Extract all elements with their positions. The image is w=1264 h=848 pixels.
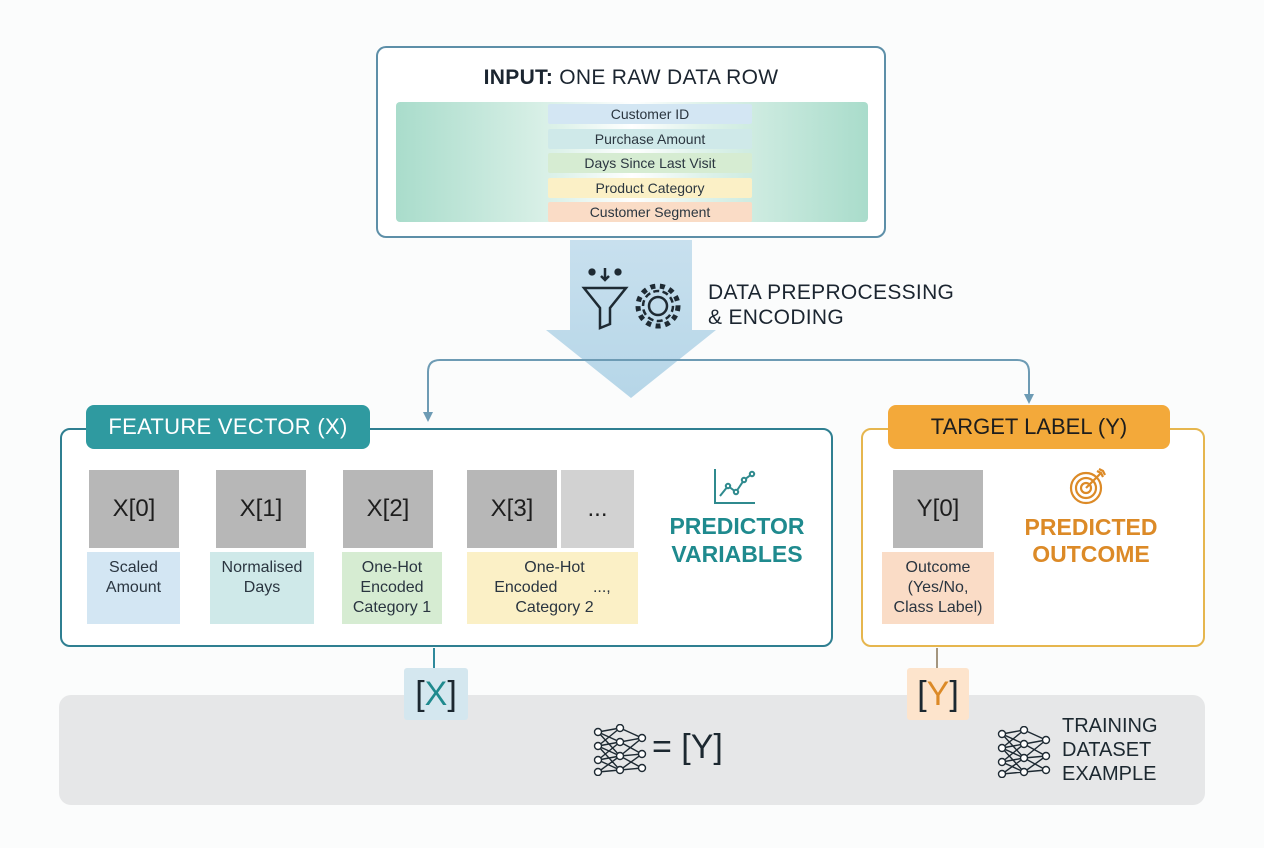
feature-label-category-2: One-Hot Encoded ..., Category 2 — [467, 552, 638, 624]
preprocessing-label: DATA PREPROCESSING & ENCODING — [708, 280, 954, 330]
raw-data-row: Customer ID Purchase Amount Days Since L… — [396, 102, 868, 222]
input-title: INPUT: ONE RAW DATA ROW — [483, 66, 779, 89]
target-box-y0: Y[0] — [893, 470, 983, 548]
feature-box-x1: X[1] — [216, 470, 306, 548]
line-chart-icon — [714, 469, 756, 504]
target-label-outcome: Outcome(Yes/No,Class Label) — [882, 552, 994, 624]
training-dataset-band — [59, 695, 1205, 805]
field-customer-segment: Customer Segment — [548, 202, 752, 222]
field-customer-id: Customer ID — [548, 104, 752, 124]
field-purchase-amount: Purchase Amount — [548, 129, 752, 149]
feature-box-x0: X[0] — [89, 470, 179, 548]
target-label-tab: TARGET LABEL (Y) — [888, 405, 1170, 449]
preprocessing-line2: & ENCODING — [708, 306, 845, 329]
feature-vector-tab: FEATURE VECTOR (X) — [86, 405, 370, 449]
input-panel: INPUT: ONE RAW DATA ROW Customer ID Purc… — [376, 46, 886, 238]
neural-network-icon — [997, 726, 1051, 778]
preprocessing-line1: DATA PREPROCESSING — [708, 281, 955, 304]
branch-to-feature — [423, 359, 631, 422]
x-bracket-label: [X] — [404, 668, 468, 720]
feature-box-x2: X[2] — [343, 470, 433, 548]
funnel-icon — [581, 268, 629, 330]
field-product-category: Product Category — [548, 178, 752, 198]
equation-label: = [Y] — [652, 728, 723, 766]
preprocessing-arrow — [546, 240, 716, 398]
branch-to-target — [631, 359, 1034, 404]
preprocessing-icons — [581, 268, 681, 330]
feature-box-ellipsis: ... — [561, 470, 634, 548]
y-bracket-label: [Y] — [907, 668, 969, 720]
neural-network-icon — [593, 724, 647, 776]
target-icon — [1069, 468, 1106, 505]
feature-vector-panel — [60, 428, 833, 647]
field-days-since-last-visit: Days Since Last Visit — [548, 153, 752, 173]
gear-icon — [635, 283, 681, 329]
feature-box-x3: X[3] — [467, 470, 557, 548]
